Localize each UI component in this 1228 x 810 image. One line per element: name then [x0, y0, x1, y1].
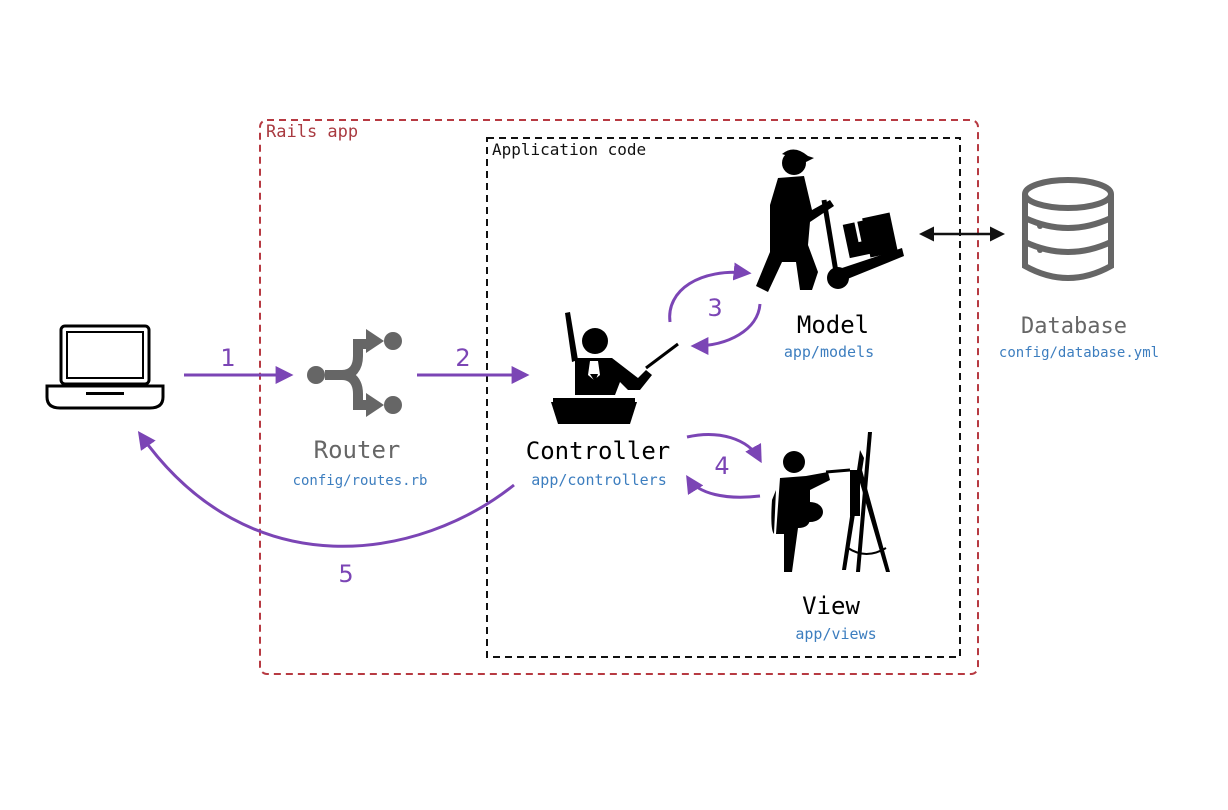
application-code-container: Application code [486, 137, 961, 658]
controller-path: app/controllers [531, 471, 666, 489]
model-label: Model [797, 311, 869, 339]
arrow-step-4-out [686, 433, 762, 464]
view-label: View [802, 592, 860, 620]
router-path: config/routes.rb [293, 473, 428, 489]
database-icon [1022, 177, 1114, 281]
step-2-label: 2 [455, 344, 470, 372]
arrow-step-3-back [690, 303, 762, 355]
arrow-step-4-back [686, 474, 761, 499]
painter-icon [771, 432, 890, 572]
application-code-border [486, 137, 961, 658]
laptop-icon [45, 324, 165, 410]
step-1-label: 1 [220, 344, 235, 372]
step-3-label: 3 [707, 294, 722, 322]
arrow-step-3-out [668, 262, 752, 323]
arrow-step-5 [137, 431, 515, 548]
database-label: Database [1021, 314, 1127, 339]
controller-label: Controller [526, 437, 671, 465]
rails-app-border [259, 119, 979, 675]
model-path: app/models [784, 343, 874, 361]
rails-app-label: Rails app [266, 122, 358, 142]
step-4-label: 4 [714, 452, 729, 480]
application-code-label: Application code [492, 140, 646, 159]
step-5-label: 5 [338, 560, 353, 588]
conductor-icon [551, 312, 679, 424]
router-label: Router [314, 436, 401, 464]
database-path: config/database.yml [999, 345, 1159, 361]
delivery-person-icon [756, 149, 904, 292]
router-split-icon [307, 329, 402, 417]
rails-app-container: Rails app [259, 119, 979, 675]
view-path: app/views [795, 625, 876, 643]
flow-arrows [137, 262, 762, 548]
